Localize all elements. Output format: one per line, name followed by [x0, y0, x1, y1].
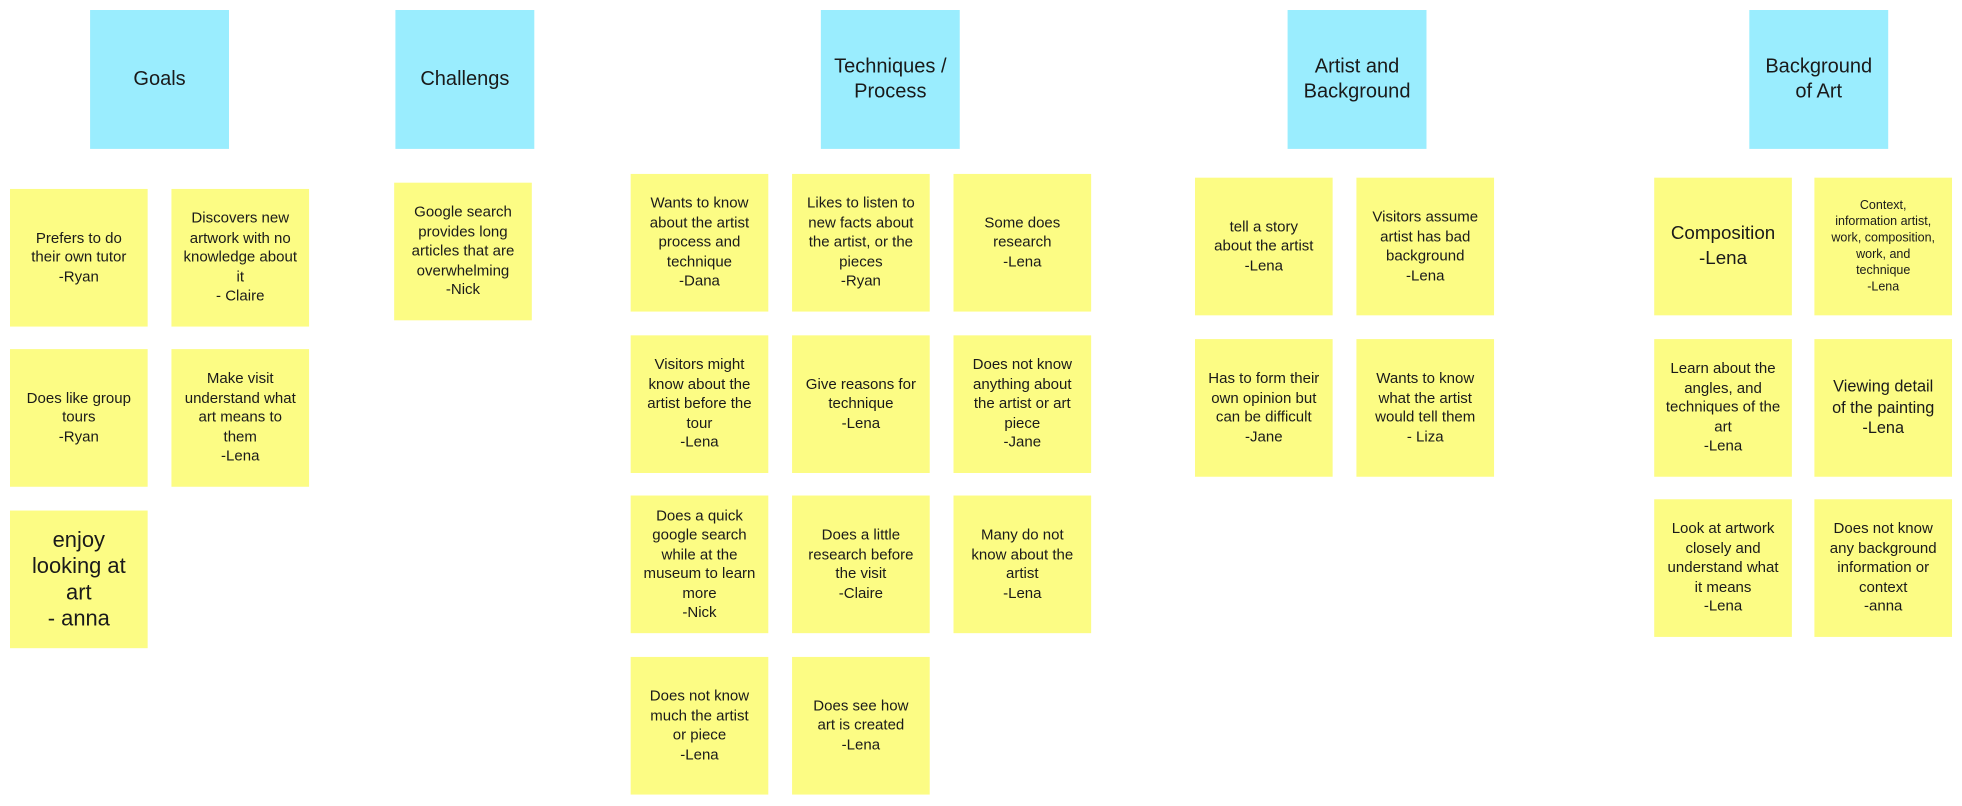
- sticky-note-text: Prefers to do their own tutor -Ryan: [31, 228, 127, 285]
- sticky-note-text: tell a story about the artist -Lena: [1214, 217, 1314, 274]
- sticky-note[interactable]: Visitors might know about the artist bef…: [630, 335, 769, 473]
- sticky-note[interactable]: Discovers new artwork with no knowledge …: [171, 188, 310, 327]
- sticky-note[interactable]: Has to form their own opinion but can be…: [1194, 339, 1333, 477]
- sticky-note-text: Composition -Lena: [1670, 222, 1776, 270]
- sticky-note[interactable]: Viewing detail of the painting -Lena: [1814, 339, 1953, 477]
- sticky-note[interactable]: Visitors assume artist has bad backgroun…: [1356, 177, 1495, 316]
- sticky-note[interactable]: Learn about the angles, and techniques o…: [1654, 339, 1792, 477]
- sticky-note[interactable]: Make visit understand what art means to …: [171, 349, 310, 487]
- sticky-note[interactable]: Does not know any background information…: [1814, 499, 1953, 637]
- sticky-note[interactable]: Does see how art is created -Lena: [792, 656, 930, 795]
- sticky-note-text: Visitors might know about the artist bef…: [647, 355, 752, 451]
- category-header-background-of-art[interactable]: Background of Art: [1749, 10, 1889, 149]
- category-header-label: Challengs: [420, 68, 510, 90]
- sticky-note[interactable]: Google search provides long articles tha…: [394, 182, 532, 321]
- sticky-note[interactable]: enjoy looking at art - anna: [10, 510, 148, 649]
- sticky-note-text: Viewing detail of the painting -Lena: [1832, 376, 1935, 438]
- sticky-note[interactable]: Likes to listen to new facts about the a…: [792, 173, 930, 312]
- category-header-label: Techniques / Process: [834, 55, 947, 102]
- sticky-note-text: Does not know much the artist or piece -…: [649, 686, 750, 763]
- category-header-label: Artist and Background: [1303, 55, 1411, 102]
- category-header-artist-and-background[interactable]: Artist and Background: [1287, 10, 1427, 149]
- sticky-note[interactable]: Does not know anything about the artist …: [953, 335, 1092, 473]
- sticky-note[interactable]: Does not know much the artist or piece -…: [630, 656, 769, 795]
- sticky-note-text: Does a little research before the visit …: [808, 525, 914, 602]
- sticky-note-text: Context, information artist, work, compo…: [1831, 198, 1936, 295]
- sticky-note-text: Has to form their own opinion but can be…: [1208, 369, 1320, 445]
- sticky-note-text: Look at artwork closely and understand w…: [1667, 519, 1779, 615]
- sticky-note[interactable]: Does a quick google search while at the …: [630, 495, 769, 634]
- sticky-note-text: Does not know any background information…: [1829, 519, 1937, 615]
- sticky-note-text: Some does research -Lena: [984, 213, 1061, 270]
- sticky-note[interactable]: tell a story about the artist -Lena: [1194, 177, 1333, 316]
- sticky-note-text: Google search provides long articles tha…: [411, 203, 515, 299]
- sticky-note[interactable]: Look at artwork closely and understand w…: [1654, 499, 1792, 637]
- sticky-note-text: Make visit understand what art means to …: [184, 369, 296, 465]
- sticky-note[interactable]: Wants to know what the artist would tell…: [1356, 339, 1495, 477]
- category-header-techniques-process[interactable]: Techniques / Process: [820, 10, 960, 149]
- sticky-note-text: Learn about the angles, and techniques o…: [1665, 359, 1781, 455]
- sticky-note-text: Many do not know about the artist -Lena: [971, 525, 1074, 602]
- sticky-note[interactable]: Some does research -Lena: [953, 173, 1092, 312]
- sticky-note-text: Does see how art is created -Lena: [813, 696, 909, 753]
- sticky-note[interactable]: Context, information artist, work, compo…: [1814, 177, 1953, 316]
- sticky-note-text: Does like group tours -Ryan: [26, 388, 131, 446]
- sticky-note[interactable]: Does like group tours -Ryan: [10, 349, 148, 487]
- sticky-note[interactable]: Composition -Lena: [1654, 177, 1792, 316]
- category-header-label: Goals: [133, 68, 186, 90]
- sticky-note-text: Wants to know what the artist would tell…: [1375, 369, 1476, 445]
- sticky-note[interactable]: Many do not know about the artist -Lena: [953, 495, 1092, 634]
- sticky-note-text: Give reasons for technique -Lena: [805, 375, 916, 432]
- category-header-goals[interactable]: Goals: [90, 10, 229, 149]
- sticky-note-text: Does not know anything about the artist …: [972, 355, 1072, 451]
- sticky-note[interactable]: Give reasons for technique -Lena: [792, 335, 930, 473]
- category-header-challengs[interactable]: Challengs: [395, 10, 535, 149]
- sticky-note-text: Visitors assume artist has bad backgroun…: [1372, 207, 1479, 284]
- sticky-note[interactable]: Wants to know about the artist process a…: [630, 173, 769, 312]
- sticky-note-text: Does a quick google search while at the …: [643, 506, 756, 621]
- category-header-label: Background of Art: [1765, 55, 1873, 102]
- sticky-note-text: enjoy looking at art - anna: [31, 526, 126, 631]
- sticky-note[interactable]: Prefers to do their own tutor -Ryan: [10, 188, 148, 327]
- sticky-note[interactable]: Does a little research before the visit …: [792, 495, 930, 634]
- sticky-note-text: Wants to know about the artist process a…: [649, 194, 750, 290]
- sticky-note-text: Likes to listen to new facts about the a…: [807, 194, 915, 290]
- sticky-note-text: Discovers new artwork with no knowledge …: [183, 209, 298, 305]
